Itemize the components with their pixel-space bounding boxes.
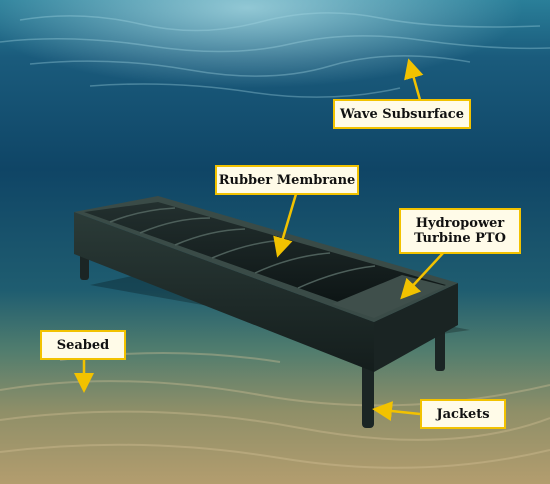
rubber-membrane-label: Rubber Membrane <box>215 165 359 195</box>
device-end-side <box>374 283 458 372</box>
surface-glow <box>0 0 550 160</box>
wave-subsurface-label: Wave Subsurface <box>333 99 471 129</box>
membrane-cells <box>84 202 446 314</box>
surface-ripples <box>0 12 550 98</box>
seabed-label: Seabed <box>40 330 126 360</box>
jackets-label: Jackets <box>420 399 506 429</box>
device-front-side <box>74 212 374 372</box>
hydropower-turbine-pto-label: Hydropower Turbine PTO <box>399 208 521 254</box>
